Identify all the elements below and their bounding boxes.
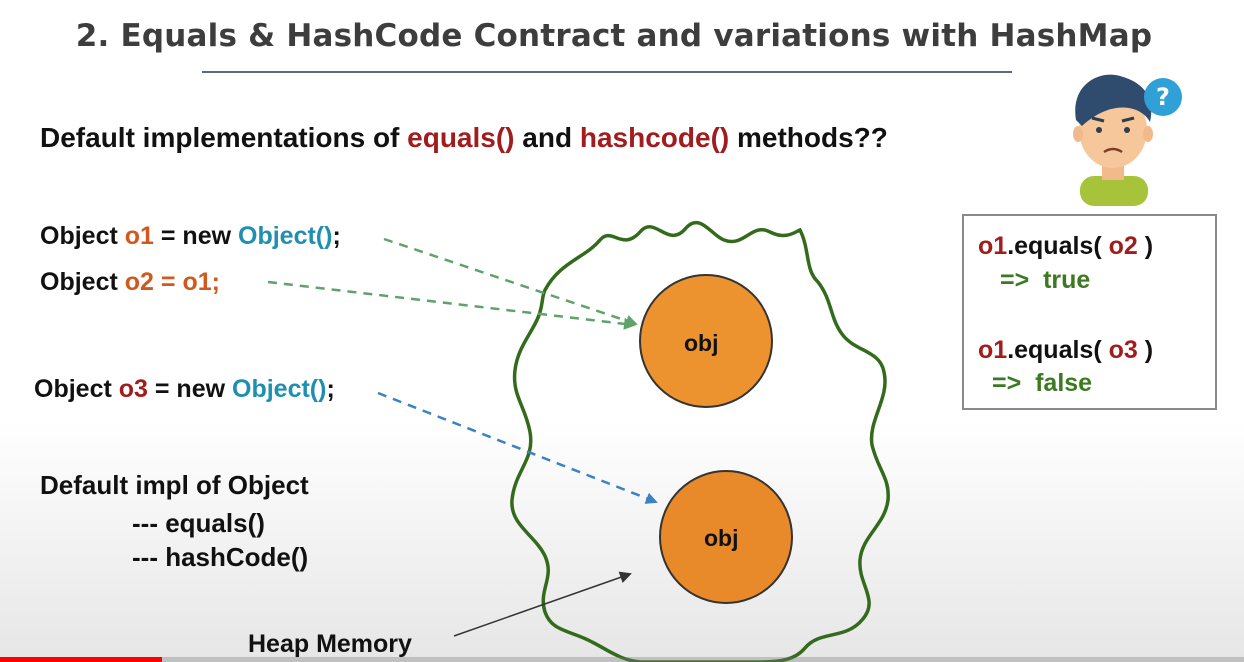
heap-memory-label: Heap Memory: [248, 630, 412, 658]
code-line-o2: Object o2 = o1;: [40, 268, 220, 297]
arrow-o1-to-obj: [383, 237, 638, 327]
question-equals: equals(): [407, 122, 515, 153]
question-bubble-icon: ?: [1144, 78, 1182, 116]
equals-results-box: [962, 214, 1217, 410]
heap-object-1: [639, 274, 773, 408]
default-impl-equals: --- equals(): [132, 508, 265, 538]
slide-question: Default implementations of equals() and …: [40, 122, 888, 154]
title-underline: [202, 71, 1012, 73]
question-hashcode: hashcode(): [579, 122, 730, 153]
code-semicolon: ;: [211, 268, 220, 296]
code-semicolon: ;: [326, 375, 335, 403]
code-semicolon: ;: [332, 222, 341, 250]
heap-memory-outline: [510, 220, 890, 662]
code-var-o2: o2: [124, 268, 154, 296]
result-2-false: false: [1035, 369, 1093, 397]
arrow-o2-to-obj: [267, 280, 636, 330]
result-1-value: => true: [1000, 266, 1090, 295]
video-progress-fill[interactable]: [0, 657, 162, 662]
result-1-arrow: =>: [1000, 266, 1044, 294]
result-1-rhs: o2: [1108, 232, 1138, 260]
code-var-o1: o1: [124, 222, 154, 250]
result-1-lhs: o1: [978, 232, 1008, 260]
default-impl-hashcode: --- hashCode(): [132, 542, 309, 572]
code-op: =: [153, 268, 183, 296]
question-part2: methods??: [729, 122, 888, 153]
arrow-heap-label: [453, 571, 632, 637]
result-1-expression: o1.equals( o2 ): [978, 232, 1153, 261]
result-1-call: .equals(: [1007, 232, 1109, 260]
code-keyword: Object: [34, 375, 119, 403]
result-1-close: ): [1137, 232, 1154, 260]
heap-object-1-label: obj: [684, 330, 719, 356]
code-constructor: Object(): [238, 222, 333, 250]
code-line-o3: Object o3 = new Object();: [34, 375, 335, 404]
code-var-o3: o3: [118, 375, 148, 403]
question-and: and: [514, 122, 580, 153]
code-line-o1: Object o1 = new Object();: [40, 222, 341, 251]
question-part1: Default implementations of: [40, 122, 408, 153]
code-keyword: Object: [40, 268, 125, 296]
result-1-true: true: [1043, 266, 1091, 294]
heap-object-2: [659, 470, 793, 604]
result-2-rhs: o3: [1108, 336, 1138, 364]
result-2-expression: o1.equals( o3 ): [978, 336, 1153, 365]
default-impl-heading: Default impl of Object: [40, 470, 309, 500]
result-2-arrow: =>: [992, 369, 1036, 397]
video-progress-track[interactable]: [0, 657, 1244, 662]
thinking-person-illustration: [1073, 74, 1153, 206]
result-2-value: => false: [992, 369, 1092, 398]
result-2-close: ): [1137, 336, 1154, 364]
code-op: = new: [147, 375, 232, 403]
heap-object-2-label: obj: [704, 525, 739, 551]
slide-title: 2. Equals & HashCode Contract and variat…: [75, 18, 1153, 54]
arrow-o3-to-obj: [377, 391, 658, 504]
code-op: = new: [153, 222, 238, 250]
code-keyword: Object: [40, 222, 125, 250]
code-constructor: Object(): [232, 375, 327, 403]
result-2-lhs: o1: [978, 336, 1008, 364]
code-var-o1: o1: [182, 268, 212, 296]
result-2-call: .equals(: [1007, 336, 1109, 364]
